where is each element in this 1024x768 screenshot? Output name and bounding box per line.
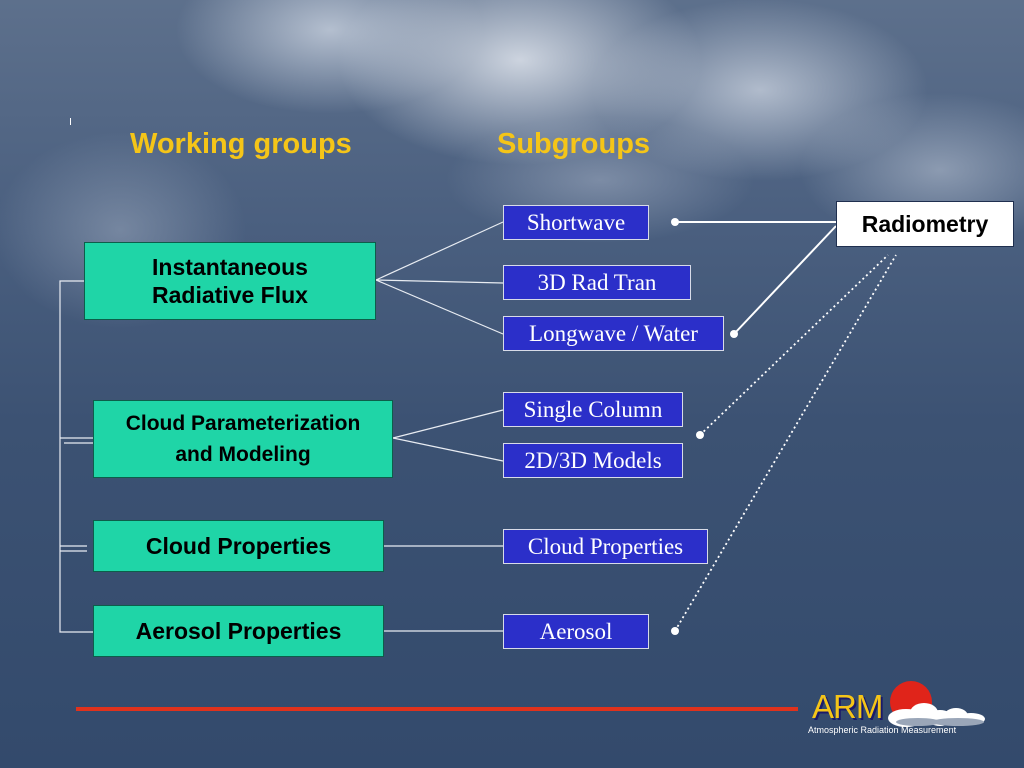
working-group-label: Aerosol Properties: [135, 617, 342, 644]
arm-logo-subtitle: Atmospheric Radiation Measurement: [808, 725, 957, 735]
bracket-line: [60, 545, 87, 552]
subgroup-aerosol: Aerosol: [503, 614, 649, 649]
radiometry-box: Radiometry: [836, 201, 1014, 247]
radiometry-link: [733, 225, 837, 335]
connector-dot: [696, 431, 704, 439]
subgroup-longwave-water: Longwave / Water: [503, 316, 724, 351]
working-group-label: Cloud Properties: [145, 532, 332, 559]
working-group-label: Radiative Flux: [152, 282, 308, 308]
working-group-cloud-properties: Cloud Properties: [93, 520, 384, 572]
fan-line: [392, 437, 504, 462]
arm-logo-text: ARM: [812, 688, 883, 725]
connector-dot: [671, 627, 679, 635]
subgroup-single-column: Single Column: [503, 392, 683, 427]
fan-line: [375, 279, 504, 284]
working-group-aerosol-properties: Aerosol Properties: [93, 605, 384, 657]
slide-mark: [70, 118, 71, 125]
bracket-line: [59, 280, 93, 633]
working-group-label: Instantaneous: [152, 253, 308, 280]
connector-dot: [730, 330, 738, 338]
arm-logo-graphic: [888, 681, 985, 727]
working-group-label: Cloud Parameterization: [125, 411, 361, 435]
fan-line: [375, 279, 504, 335]
working-group-instantaneous-radiative-flux: Instantaneous Radiative Flux: [84, 242, 376, 320]
fan-line: [375, 221, 504, 281]
working-group-cloud-parameterization: Cloud Parameterization and Modeling: [93, 400, 393, 478]
subgroups-header: Subgroups: [497, 128, 651, 160]
subgroup-cloud-properties: Cloud Properties: [503, 529, 708, 564]
working-groups-header: Working groups: [130, 128, 352, 160]
connector-dot: [671, 218, 679, 226]
working-group-label: and Modeling: [175, 443, 311, 466]
subgroup-3d-rad-tran: 3D Rad Tran: [503, 265, 691, 300]
fan-line: [392, 409, 504, 439]
radiometry-dotted-link: [699, 254, 889, 436]
subgroup-shortwave: Shortwave: [503, 205, 649, 240]
radiometry-dotted-link: [674, 254, 897, 632]
subgroup-2d3d-models: 2D/3D Models: [503, 443, 683, 478]
divider-line: [76, 707, 798, 711]
